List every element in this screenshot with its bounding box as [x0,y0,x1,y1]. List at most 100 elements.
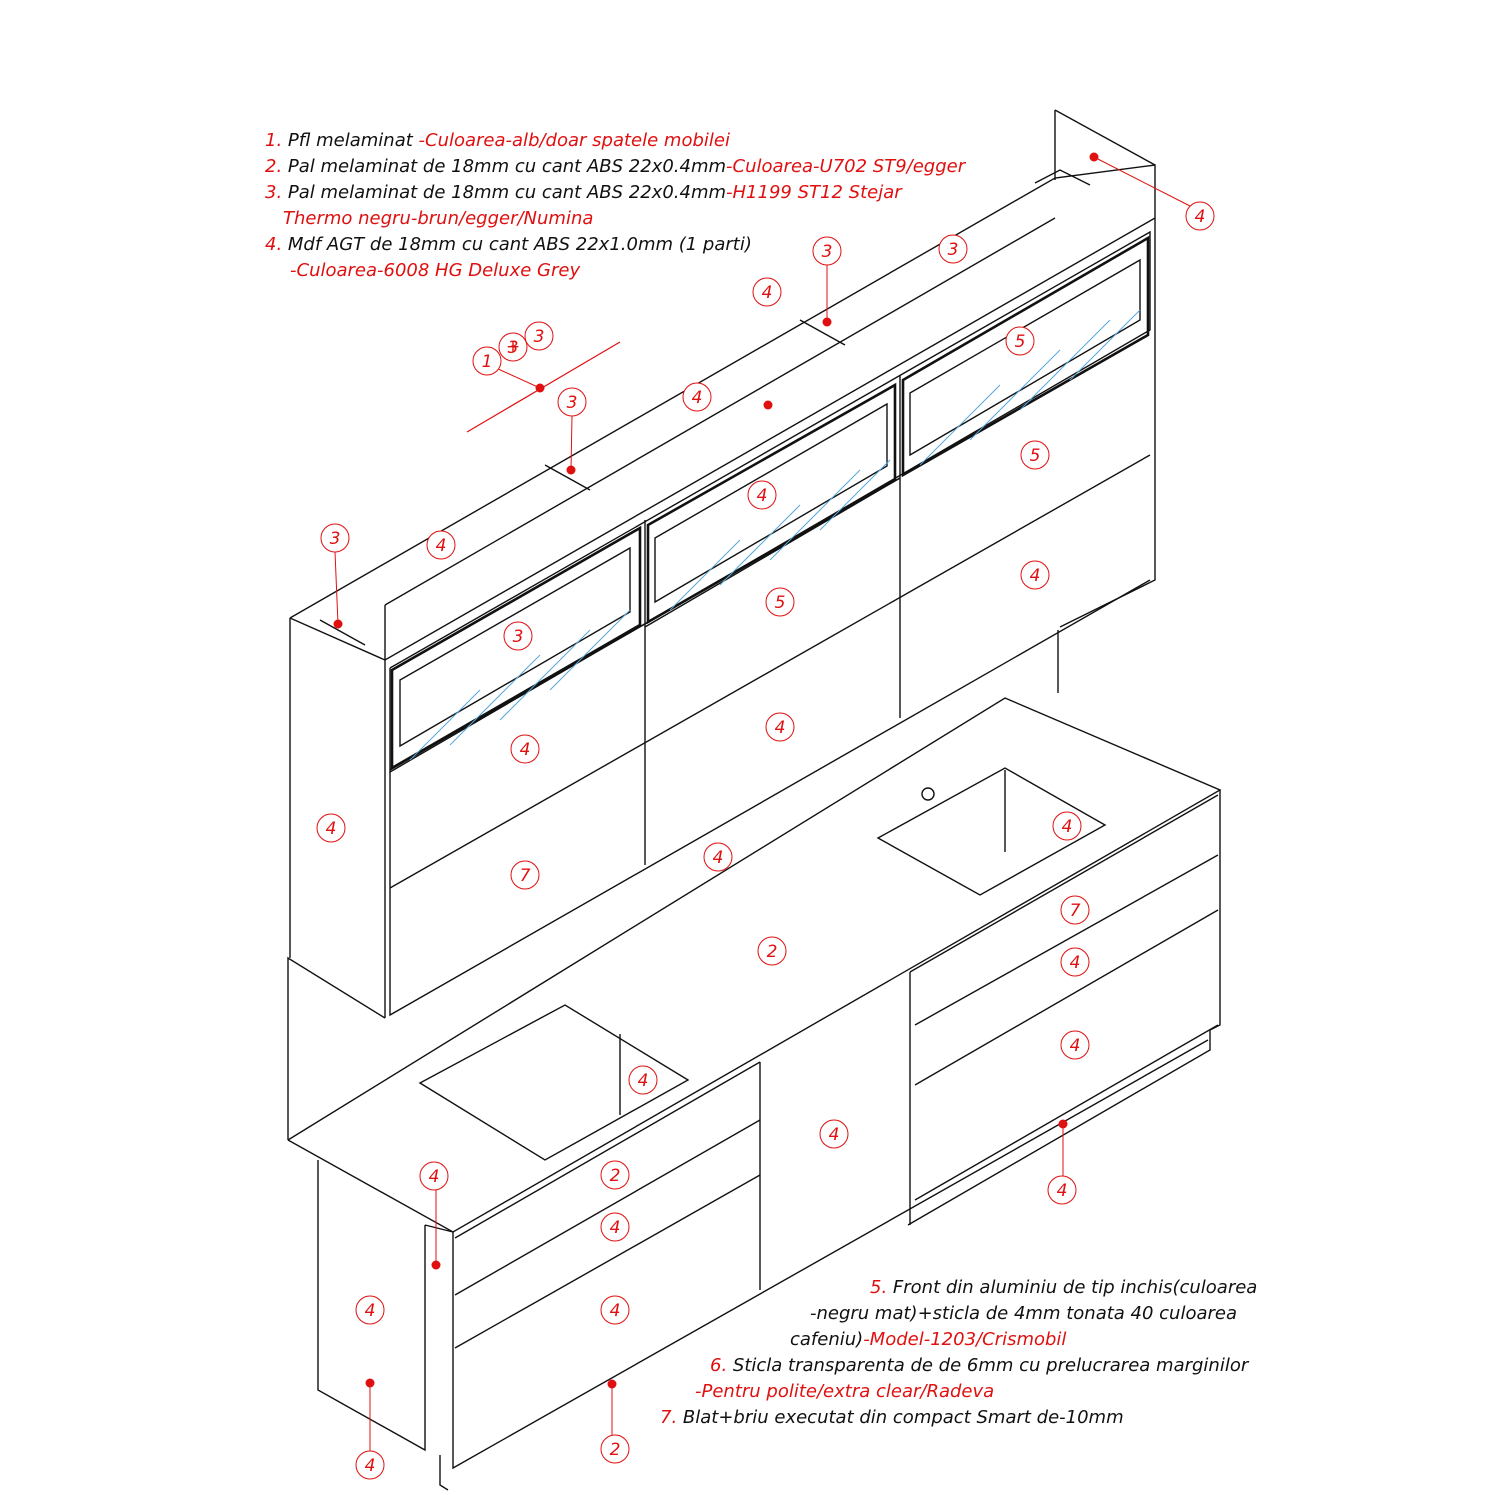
leader-dot [607,1379,617,1389]
svg-text:4: 4 [757,486,768,506]
callout-4: 4 [355,1450,385,1480]
leader-dot [333,619,343,629]
svg-text:4: 4 [520,740,531,760]
svg-text:3: 3 [822,242,833,262]
glass-hatching [409,309,1141,761]
legend-number: 1. [265,130,288,151]
svg-text:3: 3 [508,338,519,358]
svg-text:4: 4 [1030,566,1041,586]
svg-text:4: 4 [1070,953,1081,973]
callout-4: 4 [703,842,733,872]
callout-5: 5 [765,587,795,617]
legend-bottom: 5. Front din aluminiu de tip inchis(culo… [660,1275,1257,1431]
svg-text:2: 2 [610,1166,621,1186]
callout-4: 4 [600,1212,630,1242]
callout-4: 4 [600,1295,630,1325]
svg-text:5: 5 [1015,332,1026,352]
callout-4: 4 [1020,560,1050,590]
svg-text:3: 3 [567,393,578,413]
svg-text:5: 5 [1030,446,1041,466]
svg-text:4: 4 [1070,1036,1081,1056]
furniture-lines [287,109,1222,1491]
callout-4: 4 [316,813,346,843]
legend-text: Sticla transparenta de de 6mm cu prelucr… [732,1355,1249,1376]
legend-line: 6. Sticla transparenta de de 6mm cu prel… [660,1353,1257,1379]
legend-top: 1. Pfl melaminat -Culoarea-alb/doar spat… [265,128,965,284]
callout-4: 4 [1047,1175,1077,1205]
legend-number: 2. [265,156,288,177]
callout-4: 4 [510,734,540,764]
svg-text:4: 4 [775,718,786,738]
svg-text:4: 4 [436,536,447,556]
svg-text:4: 4 [692,388,703,408]
legend-text: Pal melaminat de 18mm cu cant ABS 22x0.4… [287,156,727,177]
svg-text:4: 4 [610,1218,621,1238]
callout-4: 4 [682,382,712,412]
legend-accent: -Culoarea-6008 HG Deluxe Grey [290,260,581,281]
legend-accent: -Model-1203/Crismobil [863,1329,1067,1350]
svg-text:3: 3 [513,627,524,647]
legend-line: 1. Pfl melaminat -Culoarea-alb/doar spat… [265,128,965,154]
legend-text: Blat+briu executat din compact Smart de-… [682,1407,1124,1428]
legend-accent: Thermo negru-brun/egger/Numina [283,208,594,229]
svg-text:7: 7 [520,866,531,886]
leader-line [1093,156,1191,207]
legend-text: cafeniu) [790,1329,864,1350]
svg-text:4: 4 [829,1125,840,1145]
svg-text:5: 5 [775,593,786,613]
callout-3: 3 [812,236,842,266]
legend-line: 4. Mdf AGT de 18mm cu cant ABS 22x1.0mm … [265,232,965,258]
callout-3: 3 [503,621,533,651]
svg-text:4: 4 [1057,1181,1068,1201]
callout-4: 4 [419,1161,449,1191]
callout-3: 3 [938,234,968,264]
callout-5: 5 [1005,326,1035,356]
callout-4: 4 [1185,201,1215,231]
callout-4: 4 [747,480,777,510]
legend-line: -Culoarea-6008 HG Deluxe Grey [265,258,965,284]
leader-dot [1089,152,1099,162]
svg-text:3: 3 [948,240,959,260]
svg-text:4: 4 [365,1301,376,1321]
svg-text:4: 4 [1062,817,1073,837]
legend-line: 7. Blat+briu executat din compact Smart … [660,1405,1257,1431]
legend-line: Thermo negru-brun/egger/Numina [265,206,965,232]
svg-text:3: 3 [330,529,341,549]
legend-text: -negru mat)+sticla de 4mm tonata 40 culo… [810,1303,1238,1324]
legend-number: 4. [265,234,288,255]
callout-7: 7 [510,860,540,890]
legend-line: -negru mat)+sticla de 4mm tonata 40 culo… [660,1301,1257,1327]
legend-text: Pal melaminat de 18mm cu cant ABS 22x0.4… [287,182,727,203]
svg-text:2: 2 [767,942,778,962]
callout-7: 7 [1060,895,1090,925]
svg-text:4: 4 [610,1301,621,1321]
leader-dot [535,383,545,393]
callout-4: 4 [355,1295,385,1325]
legend-text: Mdf AGT de 18mm cu cant ABS 22x1.0mm (1 … [287,234,752,255]
svg-text:4: 4 [1195,207,1206,227]
legend-line: 5. Front din aluminiu de tip inchis(culo… [660,1275,1257,1301]
leader-line [334,551,339,625]
legend-number: 7. [660,1407,683,1428]
callout-4: 4 [1060,1030,1090,1060]
svg-text:3: 3 [534,327,545,347]
callout-3: 3 [557,387,587,417]
legend-text: Front din aluminiu de tip inchis(culoare… [892,1277,1258,1298]
callout-3: 3 [320,523,350,553]
callout-4: 4 [1060,947,1090,977]
legend-accent: -H1199 ST12 Stejar [726,182,902,203]
callout-4: 4 [819,1119,849,1149]
callout-4: 4 [426,530,456,560]
legend-accent: -Culoarea-U702 ST9/egger [726,156,966,177]
legend-accent: -Culoarea-alb/doar spatele mobilei [418,130,730,151]
legend-number: 6. [710,1355,733,1376]
svg-text:4: 4 [326,819,337,839]
leader-dot [566,465,576,475]
svg-text:2: 2 [610,1440,621,1460]
callout-2: 2 [757,936,787,966]
callout-4: 4 [752,277,782,307]
plus-sign: + [506,337,520,357]
leader-line [495,367,541,389]
